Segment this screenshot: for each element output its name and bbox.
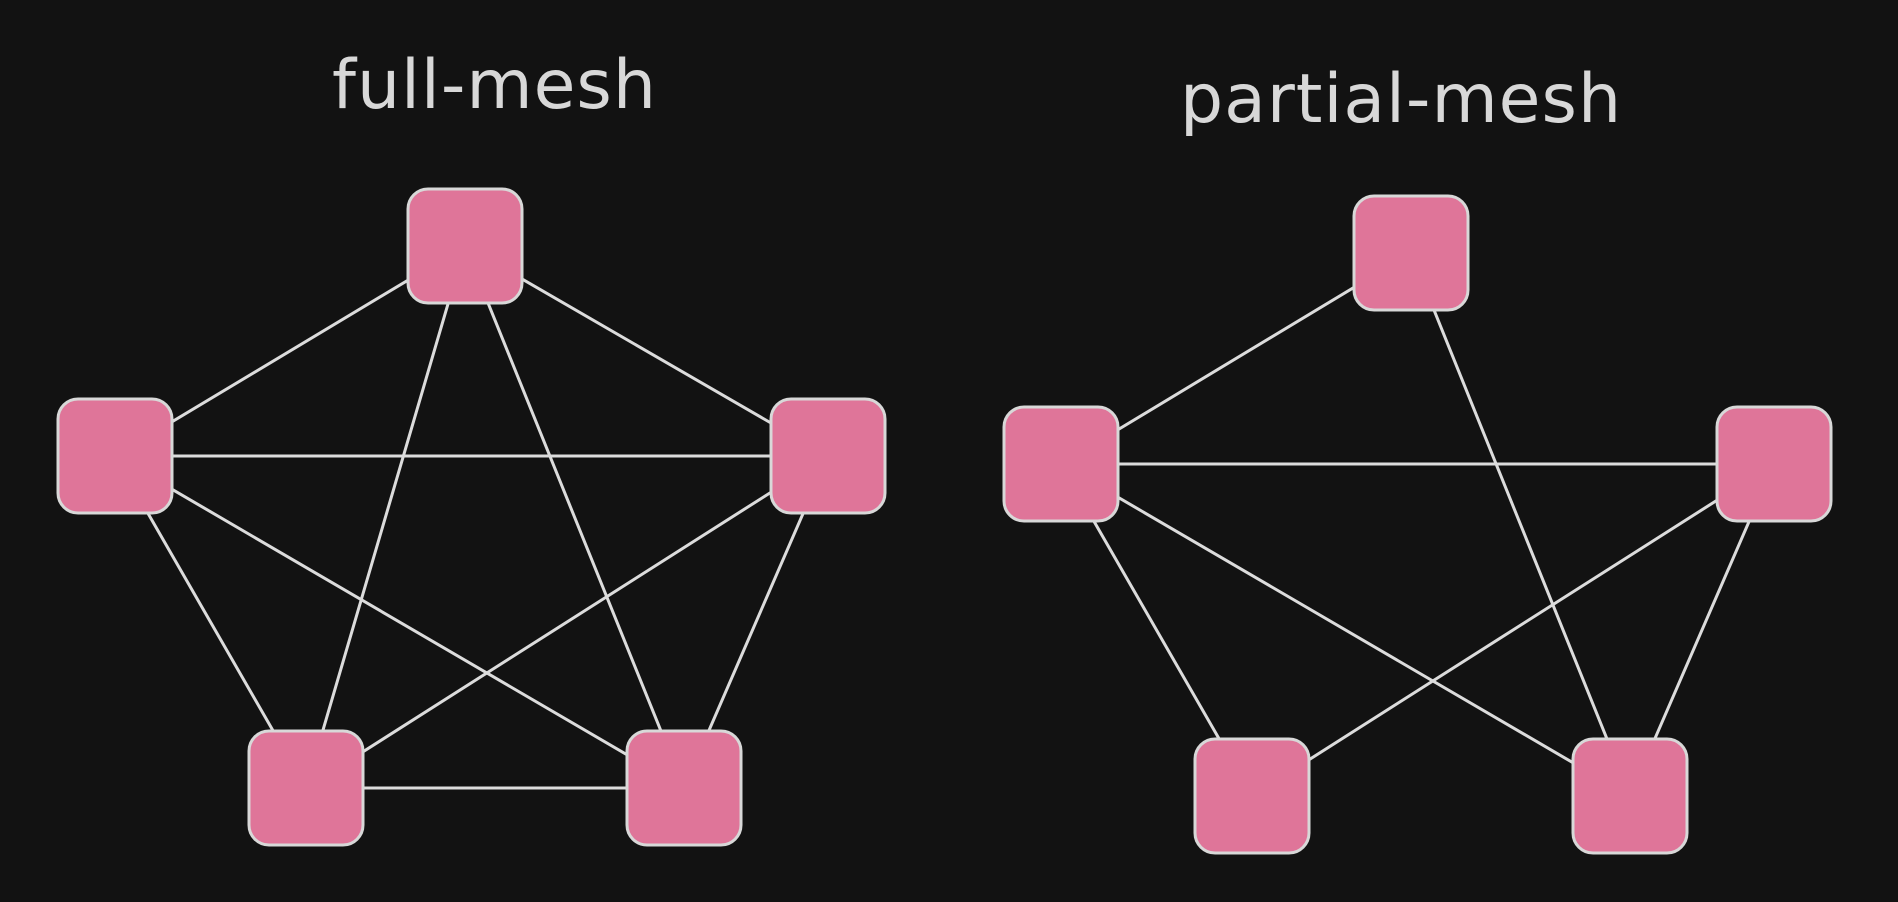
- edge-top-bottom-right: [1409, 251, 1632, 798]
- edge-left-bottom-right: [1059, 462, 1632, 798]
- edge-top-bottom-left: [304, 244, 467, 790]
- node-left: [56, 397, 174, 515]
- edge-right-bottom-left: [1250, 462, 1776, 798]
- full-mesh-title: full-mesh: [332, 46, 657, 125]
- edge-left-bottom-right: [113, 454, 686, 790]
- node-right: [769, 397, 887, 515]
- edge-top-right: [463, 244, 830, 458]
- node-right: [1715, 405, 1833, 523]
- edge-top-bottom-right: [463, 244, 686, 790]
- partial-mesh-diagram: [1002, 194, 1833, 855]
- node-bottom-right: [1571, 737, 1689, 855]
- node-left: [1002, 405, 1120, 523]
- node-top: [1352, 194, 1470, 312]
- node-bottom-right: [625, 729, 743, 847]
- node-top: [406, 187, 524, 305]
- node-bottom-left: [1193, 737, 1311, 855]
- node-bottom-left: [247, 729, 365, 847]
- edge-right-bottom-left: [304, 454, 830, 790]
- full-mesh-diagram: [56, 187, 887, 847]
- partial-mesh-title: partial-mesh: [1180, 60, 1623, 139]
